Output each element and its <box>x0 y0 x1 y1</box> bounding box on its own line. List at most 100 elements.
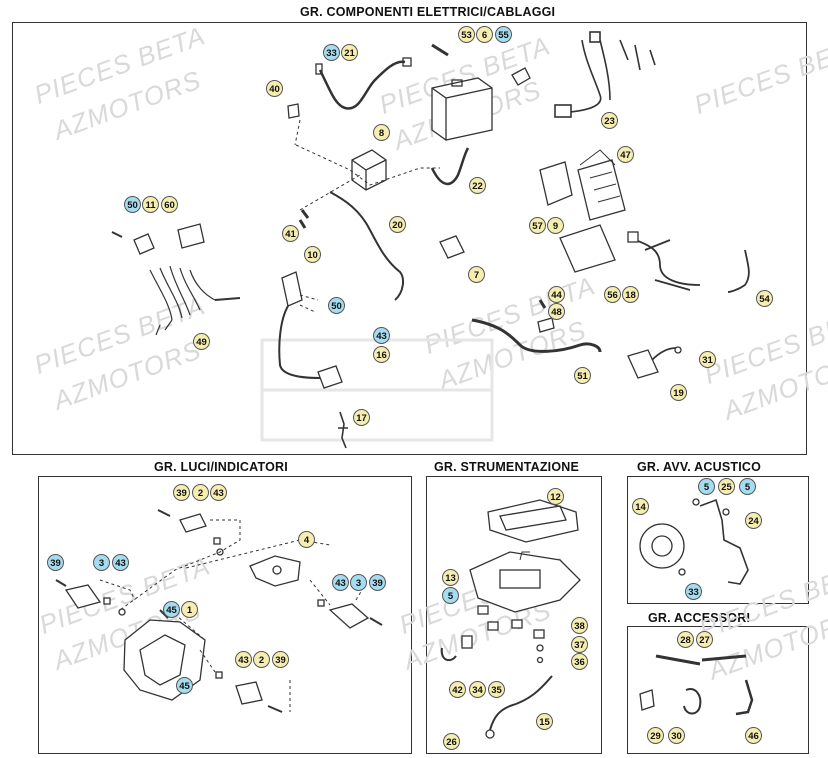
hose-19 <box>651 347 677 361</box>
bracket-55 <box>511 67 531 86</box>
part-31 <box>674 346 682 354</box>
callout-luci: 39 <box>369 574 386 591</box>
accessori-panel <box>627 626 809 754</box>
callout-elettrici: 6 <box>476 26 493 43</box>
leader-line <box>295 144 440 186</box>
clamp-42 <box>440 647 457 662</box>
callout-luci: 4 <box>298 531 315 548</box>
callout-luci: 3 <box>350 574 367 591</box>
strap-28 <box>655 654 701 666</box>
hose-51 <box>471 318 602 353</box>
leader-line <box>99 579 363 601</box>
nut <box>536 656 544 664</box>
connector <box>315 63 323 75</box>
callout-elettrici: 53 <box>458 26 475 43</box>
accessori-title: GR. ACCESSORI <box>648 611 751 625</box>
callout-luci: 45 <box>176 677 193 694</box>
clip-29 <box>639 689 655 711</box>
callout-elettrici: 17 <box>353 409 370 426</box>
callout-acustico: 25 <box>718 478 735 495</box>
callout-acustico: 5 <box>739 478 756 495</box>
callout-elettrici: 50 <box>328 297 345 314</box>
callout-luci: 2 <box>253 651 270 668</box>
callout-elettrici: 41 <box>282 225 299 242</box>
callout-strumentazione: 42 <box>449 681 466 698</box>
connector <box>627 231 639 243</box>
callout-strumentazione: 38 <box>571 617 588 634</box>
callout-elettrici: 56 <box>604 286 621 303</box>
indicator-front-left <box>55 579 126 616</box>
callout-luci: 43 <box>112 554 129 571</box>
bracket-4 <box>249 555 301 587</box>
callout-elettrici: 31 <box>699 351 716 368</box>
callout-elettrici: 19 <box>670 384 687 401</box>
acustico-panel <box>627 476 809 604</box>
bolt <box>678 568 686 576</box>
callout-strumentazione: 35 <box>488 681 505 698</box>
callout-elettrici: 21 <box>341 44 358 61</box>
callout-elettrici: 9 <box>547 217 564 234</box>
luci-panel <box>38 476 412 754</box>
bolt-53 <box>431 43 449 57</box>
bolt-41 <box>300 209 310 219</box>
callout-elettrici: 7 <box>468 266 485 283</box>
callout-accessori: 30 <box>668 727 685 744</box>
grommet <box>487 621 499 631</box>
acustico-title: GR. AVV. ACUSTICO <box>637 460 762 474</box>
relay-8 <box>351 149 387 191</box>
callout-acustico: 5 <box>698 478 715 495</box>
callout-strumentazione: 34 <box>469 681 486 698</box>
callout-elettrici: 20 <box>389 216 406 233</box>
callout-elettrici: 11 <box>142 196 159 213</box>
harness-23 <box>554 31 656 118</box>
callout-acustico: 33 <box>685 583 702 600</box>
instrument-bracket <box>469 551 581 613</box>
callout-elettrici: 40 <box>266 80 283 97</box>
cable-22 <box>430 147 470 186</box>
callout-acustico: 14 <box>632 498 649 515</box>
callout-elettrici: 23 <box>601 112 618 129</box>
strumentazione-panel <box>426 476 602 754</box>
bolt-44 <box>538 299 547 309</box>
indicator-rear-left <box>157 509 224 556</box>
strap-27 <box>701 654 747 662</box>
connector <box>402 57 412 67</box>
ecu-group <box>539 149 626 273</box>
callout-luci: 39 <box>272 651 289 668</box>
callout-elettrici: 48 <box>548 303 565 320</box>
part-26 <box>485 729 495 739</box>
spark-plug-17 <box>338 411 348 449</box>
harness-18 <box>629 237 701 291</box>
indicator-front-right <box>317 599 383 629</box>
grommet <box>511 619 523 629</box>
callout-elettrici: 33 <box>323 44 340 61</box>
leader-line <box>294 119 301 146</box>
bracket-24 <box>699 498 749 585</box>
callout-luci: 43 <box>235 651 252 668</box>
callout-elettrici: 10 <box>304 246 321 263</box>
part-19 <box>627 349 659 379</box>
part-34 <box>461 635 473 649</box>
battery-6 <box>431 77 493 141</box>
grommet <box>477 605 489 615</box>
callout-elettrici: 8 <box>373 124 390 141</box>
callout-strumentazione: 5 <box>442 587 459 604</box>
cable-15 <box>489 675 553 731</box>
callout-luci: 1 <box>181 601 198 618</box>
leader-line <box>119 519 331 712</box>
clip-30 <box>683 688 702 715</box>
cable-21 <box>318 60 406 110</box>
callout-elettrici: 22 <box>469 177 486 194</box>
callout-accessori: 27 <box>696 631 713 648</box>
indicator-rear-right <box>215 671 283 713</box>
callout-elettrici: 60 <box>161 196 178 213</box>
strumentazione-title: GR. STRUMENTAZIONE <box>434 460 580 474</box>
callout-strumentazione: 15 <box>536 713 553 730</box>
callout-luci: 39 <box>47 554 64 571</box>
callout-strumentazione: 37 <box>571 636 588 653</box>
dashboard-12 <box>487 499 579 543</box>
bolt-41 <box>298 219 307 229</box>
callout-strumentazione: 36 <box>571 653 588 670</box>
nut <box>692 498 700 506</box>
